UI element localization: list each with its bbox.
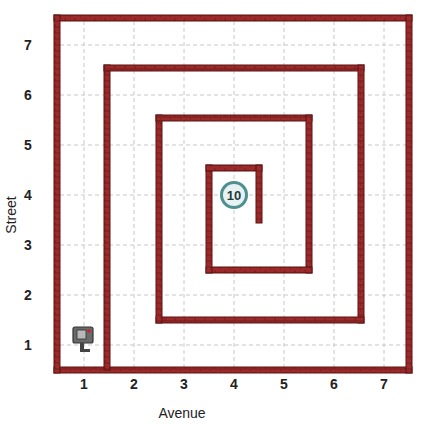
grid-lines [60, 21, 406, 367]
axis-title: Avenue [158, 406, 205, 420]
axis-number: 4 [230, 377, 238, 391]
beeper-count: 10 [227, 189, 241, 202]
axis-number: 7 [380, 377, 388, 391]
robot-icon [73, 327, 93, 352]
axis-number: 5 [280, 377, 288, 391]
beeper-circle: 10 [220, 181, 248, 209]
axis-number: 1 [80, 377, 88, 391]
axis-number: 1 [24, 338, 32, 352]
axis-title: Street [4, 196, 18, 233]
axis-number: 7 [24, 38, 32, 52]
axis-number: 6 [24, 88, 32, 102]
axis-number: 4 [24, 188, 32, 202]
axis-number: 3 [180, 377, 188, 391]
axis-number: 2 [24, 288, 32, 302]
axis-number: 3 [24, 238, 32, 252]
axis-number: 6 [330, 377, 338, 391]
wall [54, 15, 412, 373]
axis-number: 5 [24, 138, 32, 152]
axis-number: 2 [130, 377, 138, 391]
